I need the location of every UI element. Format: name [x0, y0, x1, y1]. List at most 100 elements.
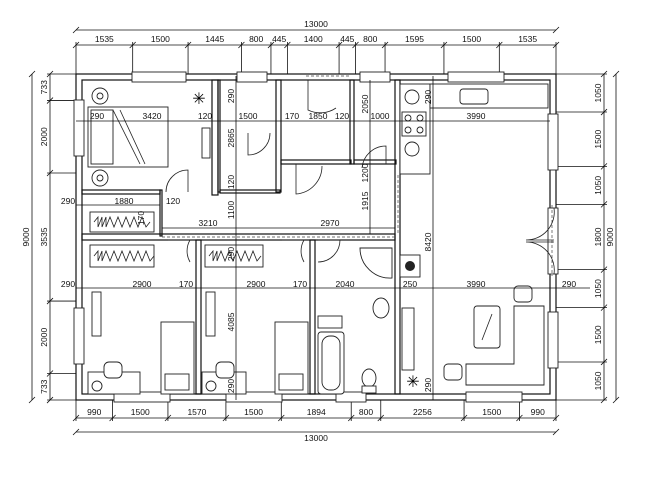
dimension-tick [612, 396, 620, 404]
dim-label: 1000 [371, 111, 390, 121]
dim-label: 120 [226, 175, 236, 189]
dim-label: 3420 [143, 111, 162, 121]
dim-label: 290 [90, 111, 104, 121]
desk-lamp [91, 380, 103, 392]
interior-walls [81, 75, 553, 395]
dimension-tick [28, 396, 36, 404]
dim-label: 290 [61, 279, 75, 289]
dim-label: 2970 [321, 218, 340, 228]
dimension-tick [335, 41, 343, 49]
dimension-tick [352, 41, 359, 49]
dimension-tick [164, 414, 172, 422]
appliance-icon [404, 141, 420, 157]
door [168, 239, 191, 263]
dimension-tick [129, 41, 136, 49]
dimension-tick [46, 297, 54, 305]
dimension-label: 1535 [518, 34, 537, 44]
dimension-tick [46, 70, 54, 78]
plant-icon: ✳ [406, 374, 419, 391]
dimension-label: 1500 [482, 407, 501, 417]
dimension-label: 445 [340, 34, 354, 44]
dimension-tick [552, 26, 560, 34]
total-dimension-label: 9000 [605, 227, 615, 246]
dim-label: 2900 [133, 279, 152, 289]
dim-label: 1880 [115, 196, 134, 206]
window [547, 113, 559, 171]
dimension-tick [460, 414, 468, 422]
dimension-tick [600, 70, 608, 78]
dimension-label: 1050 [593, 371, 603, 390]
dimension-label: 733 [39, 80, 49, 94]
dimension-tick [72, 41, 80, 49]
fridge-icon [404, 89, 420, 105]
dim-label: 170 [293, 279, 307, 289]
furniture: ✳ ✳ [87, 83, 549, 395]
chair [103, 361, 123, 379]
window [225, 391, 283, 403]
dimension-tick [600, 201, 608, 208]
dim-label: 1500 [239, 111, 258, 121]
dim-label: 4085 [226, 312, 236, 331]
dim-label: 290 [226, 379, 236, 393]
doors [165, 80, 555, 275]
window [465, 391, 523, 403]
dimension-label: 1894 [307, 407, 326, 417]
dimension-label: 2256 [413, 407, 432, 417]
dimension-label: 800 [363, 34, 377, 44]
dimension-tick [28, 70, 36, 78]
pillow [164, 373, 190, 391]
interior-dimension-lines [76, 76, 590, 400]
dimension-tick [72, 428, 80, 436]
dimension-label: 1500 [244, 407, 263, 417]
dim-label: 1100 [226, 201, 236, 220]
window [73, 99, 85, 157]
dim-label: 290 [423, 378, 433, 392]
dimension-tick [347, 414, 355, 422]
door [307, 80, 337, 114]
dimension-label: 1445 [205, 34, 224, 44]
dimension-tick [552, 428, 560, 436]
dimension-tick [377, 414, 385, 422]
dimension-tick [278, 414, 285, 422]
dim-label: 2900 [247, 279, 266, 289]
dim-label: 170 [179, 279, 193, 289]
radiator [401, 307, 415, 371]
dim-label: 250 [403, 279, 417, 289]
toilet [361, 368, 377, 388]
pillows [90, 109, 114, 165]
dim-label: 120 [335, 111, 349, 121]
dimension-label: 990 [87, 407, 101, 417]
total-dimension-label: 13000 [304, 433, 328, 443]
door [282, 239, 305, 263]
total-dimension-label: 13000 [304, 19, 328, 29]
dimension-tick [600, 396, 608, 404]
dimension-label: 1050 [593, 83, 603, 102]
dim-label: 290 [562, 279, 576, 289]
dim-label: 3990 [467, 279, 486, 289]
wardrobe [204, 244, 264, 268]
desk-lamp [205, 380, 217, 392]
dimension-tick [46, 370, 54, 377]
dimension-tick [600, 304, 608, 311]
dimension-label: 2000 [39, 328, 49, 347]
dimension-tick [440, 41, 448, 49]
dimension-label: 3535 [39, 227, 49, 246]
dimension-label: 1535 [95, 34, 114, 44]
entrance-door [525, 241, 555, 275]
dim-label: 290 [226, 247, 236, 261]
radiator [91, 291, 102, 337]
dimension-tick [284, 41, 291, 49]
radiator [201, 127, 211, 159]
dimension-label: 1500 [131, 407, 150, 417]
dimension-tick [222, 414, 230, 422]
door [295, 164, 323, 195]
entrance-door-frame [547, 207, 559, 275]
dimension-tick [496, 41, 503, 49]
dim-label: 170 [285, 111, 299, 121]
dim-label: 290 [423, 90, 433, 104]
dim-label: 3210 [199, 218, 218, 228]
kitchen-counter [429, 83, 549, 109]
dimension-tick [600, 358, 608, 366]
dimension-tick [612, 70, 620, 78]
window [73, 307, 85, 365]
